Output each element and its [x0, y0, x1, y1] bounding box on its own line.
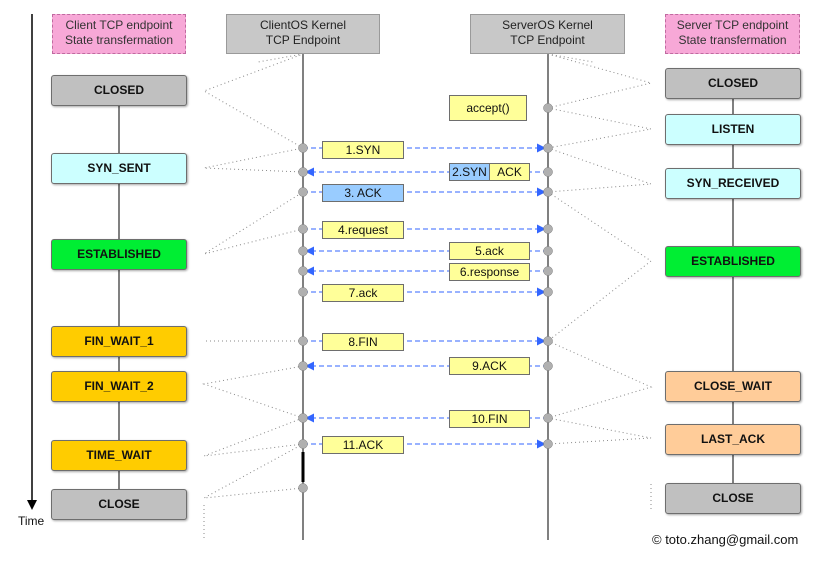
client-kernel-header: ClientOS Kernel TCP Endpoint [226, 14, 380, 54]
client-state-closed: CLOSED [51, 75, 187, 106]
server-state-listen: LISTEN [665, 114, 801, 145]
accept-call-label: accept() [449, 95, 527, 121]
synack-syn-message: 2.SYN [449, 163, 490, 181]
server-state-closed: CLOSED [665, 68, 801, 99]
ack5-message: 5.ack [449, 242, 530, 260]
request-message: 4.request [322, 221, 404, 239]
client-state-syn-sent: SYN_SENT [51, 153, 187, 184]
server-kernel-header: ServerOS Kernel TCP Endpoint [470, 14, 625, 54]
ack3-message: 3. ACK [322, 184, 404, 202]
synack-ack-message: ACK [489, 163, 530, 181]
client-state-fin-wait-1: FIN_WAIT_1 [51, 326, 187, 357]
server-state-header: Server TCP endpoint State transfermation [665, 14, 800, 54]
time-axis-label: Time [18, 514, 45, 528]
time-axis-arrowhead [27, 500, 37, 510]
fin8-message: 8.FIN [322, 333, 404, 351]
ack7-message: 7.ack [322, 284, 404, 302]
syn-message: 1.SYN [322, 141, 404, 159]
client-kernel-header-line2: TCP Endpoint [265, 33, 341, 47]
server-state-close: CLOSE [665, 483, 801, 514]
response-message: 6.response [449, 263, 530, 281]
server-kernel-header-line1: ServerOS Kernel [502, 18, 593, 32]
client-state-fin-wait-2: FIN_WAIT_2 [51, 371, 187, 402]
client-state-time-wait: TIME_WAIT [51, 440, 187, 471]
lifeline-dots [298, 103, 553, 493]
server-state-syn-received: SYN_RECEIVED [665, 168, 801, 199]
ack9-message: 9.ACK [449, 357, 530, 375]
server-state-header-line2: State transfermation [678, 33, 787, 47]
client-state-header-line2: State transfermation [64, 33, 174, 47]
client-state-close: CLOSE [51, 489, 187, 520]
server-state-last-ack: LAST_ACK [665, 424, 801, 455]
server-state-established: ESTABLISHED [665, 246, 801, 277]
server-kernel-header-line2: TCP Endpoint [510, 33, 585, 47]
client-state-established: ESTABLISHED [51, 239, 187, 270]
client-state-header-line1: Client TCP endpoint [65, 18, 173, 32]
server-state-close-wait: CLOSE_WAIT [665, 371, 801, 402]
fin10-message: 10.FIN [449, 410, 530, 428]
credit-text: © toto.zhang@gmail.com [652, 532, 799, 547]
server-state-header-line1: Server TCP endpoint [676, 18, 789, 32]
dotted-relations [202, 53, 653, 540]
ack11-message: 11.ACK [322, 436, 404, 454]
client-kernel-header-line1: ClientOS Kernel [259, 18, 347, 32]
client-state-header: Client TCP endpoint State transfermation [52, 14, 186, 54]
